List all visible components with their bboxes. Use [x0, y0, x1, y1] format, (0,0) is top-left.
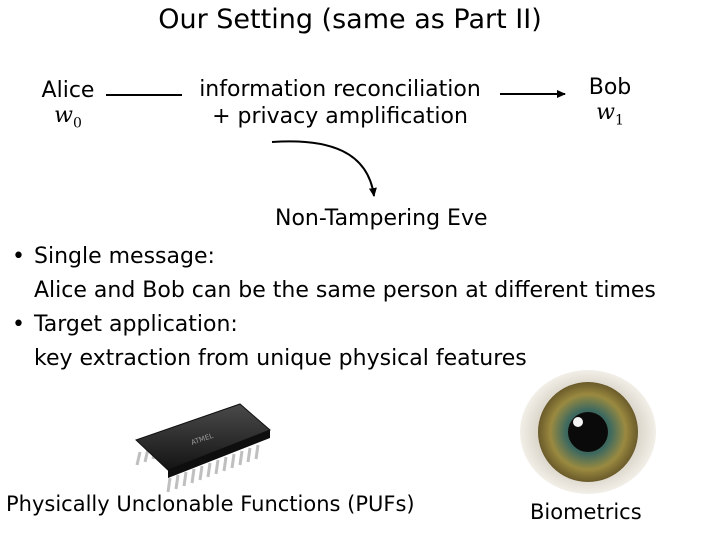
alice-variable: w0	[54, 103, 82, 132]
puf-chip-image: ATMEL	[135, 403, 271, 493]
slide-title: Our Setting (same as Part II)	[158, 4, 542, 35]
bob-variable: w1	[596, 100, 624, 129]
bullet-marker: •	[12, 312, 25, 337]
alice-label: Alice w0	[36, 78, 100, 131]
bob-label: Bob w1	[580, 75, 640, 128]
bullet-item: • Single message:	[12, 240, 656, 274]
puf-caption: Physically Unclonable Functions (PUFs)	[6, 492, 415, 516]
eve-label: Non-Tampering Eve	[275, 206, 488, 231]
bullet-marker: •	[12, 244, 25, 269]
bullet-list: • Single message: Alice and Bob can be t…	[12, 240, 656, 376]
bullet-head: Single message:	[34, 244, 215, 269]
bullet-detail: Alice and Bob can be the same person at …	[34, 278, 656, 303]
bullet-detail: key extraction from unique physical feat…	[34, 346, 527, 371]
protocol-label: information reconciliation + privacy amp…	[190, 76, 490, 130]
bob-name: Bob	[588, 75, 632, 100]
biometrics-caption: Biometrics	[530, 500, 642, 524]
alice-name: Alice	[41, 78, 95, 103]
protocol-line-1: information reconciliation	[199, 77, 481, 102]
bullet-item: • Target application:	[12, 308, 656, 342]
bullet-head: Target application:	[34, 312, 238, 337]
eye-image	[520, 370, 656, 494]
eve-arrow	[271, 140, 377, 197]
protocol-line-2: + privacy amplification	[212, 104, 468, 129]
